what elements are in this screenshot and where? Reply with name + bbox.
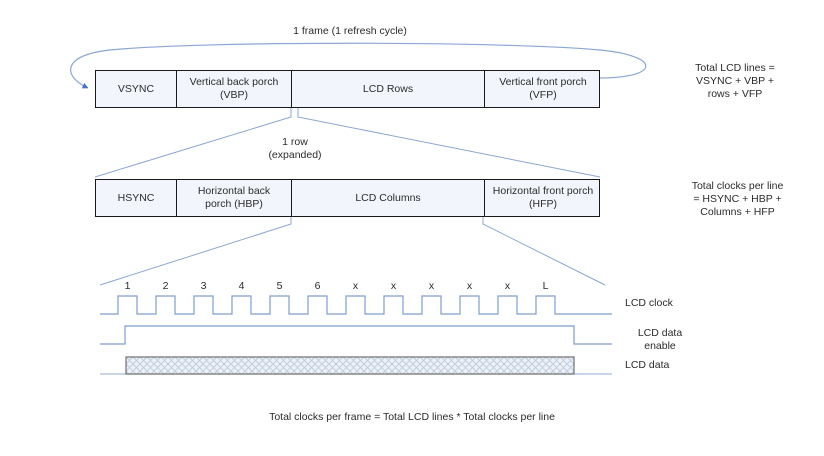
lcd-clock-label: LCD clock — [625, 297, 673, 309]
frame-note: Total LCD lines = VSYNC + VBP + rows + V… — [695, 62, 775, 100]
lcd-data-enable-waveform — [100, 325, 612, 345]
row-segment-hbp: Horizontal back porch (HBP) — [176, 180, 291, 216]
clock-tick-label: x — [390, 280, 397, 292]
lcd-data-payload-box — [125, 356, 575, 375]
clock-tick-label: 2 — [162, 280, 169, 292]
clock-tick-label: 4 — [238, 280, 245, 292]
rows-to-row-connector — [94, 107, 601, 178]
row-caption-line2: (expanded) — [268, 149, 322, 161]
clock-tick-label: x — [352, 280, 359, 292]
clock-tick-label: x — [466, 280, 473, 292]
frame-segment-vsync: VSYNC — [117, 82, 155, 95]
total-clocks-caption: Total clocks per frame = Total LCD lines… — [269, 411, 555, 423]
clock-tick-label: 3 — [200, 280, 207, 292]
row-caption-line1: 1 row — [282, 136, 308, 148]
frame-segment-vfp: Vertical front porch (VFP) — [484, 71, 601, 107]
clock-tick-label: L — [542, 280, 549, 292]
lcd-data-label: LCD data — [625, 359, 670, 371]
frame-bar: VSYNC Vertical back porch (VBP) LCD Rows… — [95, 70, 600, 108]
clock-tick-label: x — [428, 280, 435, 292]
row-bar: HSYNC Horizontal back porch (HBP) LCD Co… — [95, 179, 600, 217]
line-note: Total clocks per line = HSYNC + HBP + Co… — [691, 180, 784, 218]
clock-tick-label: 1 — [124, 280, 131, 292]
clock-tick-label: 5 — [276, 280, 283, 292]
frame-segment-vbp: Vertical back porch (VBP) — [176, 71, 291, 107]
clock-tick-label: x — [504, 280, 511, 292]
frame-segment-lcd-rows: LCD Rows — [291, 71, 484, 107]
row-segment-lcd-columns: LCD Columns — [291, 180, 484, 216]
lcd-clock-waveform — [100, 295, 612, 315]
columns-to-waveform-connector — [99, 216, 606, 286]
lcd-data-enable-label: LCD data enable — [637, 327, 683, 352]
row-segment-hsync: HSYNC — [117, 191, 155, 204]
clock-tick-label: 6 — [314, 280, 321, 292]
frame-caption: 1 frame (1 refresh cycle) — [293, 25, 407, 37]
row-segment-hfp: Horizontal front porch (HFP) — [484, 180, 601, 216]
frame-loop-arrow — [70, 42, 647, 89]
